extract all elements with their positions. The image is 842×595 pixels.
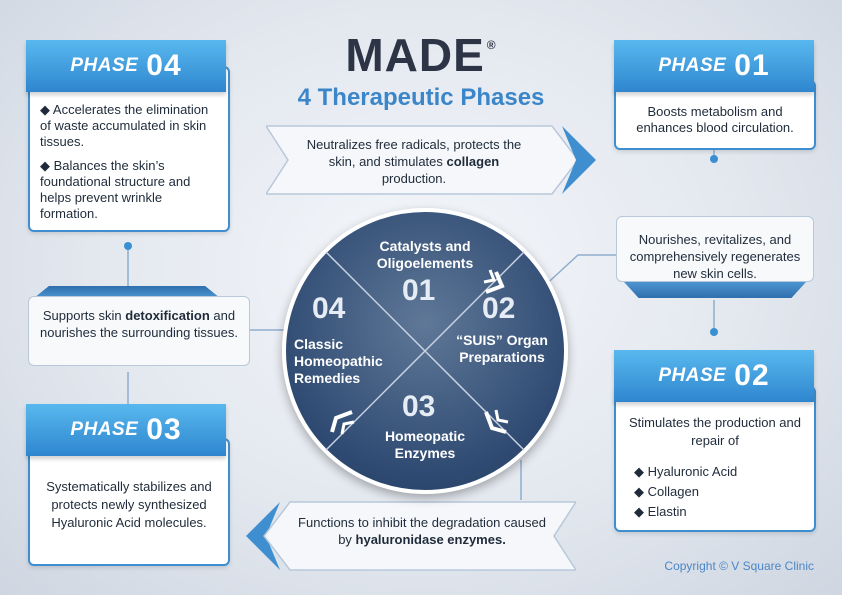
phase-02-list: ◆ Hyaluronic Acid ◆ Collagen ◆ Elastin (634, 462, 804, 522)
top-bubble-shape (266, 125, 596, 195)
phase-03-header: PHASE 03 (26, 404, 226, 456)
phase-02-header: PHASE 02 (614, 350, 814, 402)
list-item: ◆ Elastin (634, 504, 687, 519)
chevron-icon (484, 409, 509, 434)
bold-term: collagen (446, 154, 500, 169)
quadrant-03-label: Homeopatic Enzymes (384, 428, 466, 461)
quadrant-04-label: Classic Homeopathic Remedies (294, 336, 383, 386)
phase-04-header: PHASE 04 (26, 40, 226, 92)
bold-term: hyaluronidase enzymes. (355, 532, 506, 547)
quadrant-02-number: 02 (482, 292, 516, 325)
list-item: ◆ Accelerates the elimination of waste a… (40, 102, 209, 149)
left-bubble: Supports skin detoxification and nourish… (28, 296, 250, 366)
list-item-text: Accelerates the elimination of waste acc… (40, 102, 209, 149)
right-bubble-text: Nourishes, revitalizes, and comprehensiv… (629, 232, 801, 281)
list-item: ◆ Hyaluronic Acid (634, 464, 738, 479)
phase-word: PHASE (70, 55, 139, 76)
left-bubble-ribbon (34, 286, 220, 298)
phase-04-list: ◆ Accelerates the elimination of waste a… (40, 102, 222, 222)
chevron-icon (483, 269, 505, 294)
quadrant-01-number: 01 (402, 274, 436, 307)
list-item: ◆ Balances the skin’s foundational struc… (40, 158, 191, 221)
phase-number: 02 (734, 359, 770, 392)
phase-word: PHASE (658, 55, 727, 76)
phase-04-card: ◆ Accelerates the elimination of waste a… (28, 66, 230, 232)
quadrant-02-label: “SUIS” Organ Preparations (456, 332, 548, 365)
phase-02-text: Stimulates the production and repair of (629, 415, 801, 448)
phase-01-text: Boosts metabolism and enhances blood cir… (636, 104, 794, 135)
phase-number: 03 (146, 413, 182, 446)
phase-01-header: PHASE 01 (614, 40, 814, 92)
quadrant-04-number: 04 (312, 292, 346, 325)
quadrant-01-label: Catalysts and Oligoelements (376, 238, 474, 271)
copyright: Copyright © V Square Clinic (664, 559, 814, 573)
circle-dividers (325, 251, 525, 451)
left-bubble-text: Supports skin detoxification and nourish… (39, 308, 238, 340)
bottom-bubble-text: Functions to inhibit the degradation cau… (298, 515, 546, 547)
phase-03-card: Systematically stabilizes and protects n… (28, 438, 230, 566)
quadrant-03-number: 03 (402, 390, 436, 423)
bold-term: detoxification (125, 308, 210, 323)
phase-word: PHASE (70, 419, 139, 440)
brand-title: MADE® (0, 28, 842, 82)
right-bubble: Nourishes, revitalizes, and comprehensiv… (616, 216, 814, 282)
connector-dot (710, 328, 718, 336)
phase-number: 04 (146, 49, 182, 82)
phase-02-card: Stimulates the production and repair of … (614, 386, 816, 532)
connector-dot (124, 242, 132, 250)
phase-03-text: Systematically stabilizes and protects n… (46, 479, 212, 530)
top-bubble-text: Neutralizes free radicals, protects the … (306, 137, 522, 186)
phase-circle: Catalysts and Oligoelements 01 “SUIS” Or… (282, 208, 568, 494)
brand-name: MADE (345, 29, 485, 81)
connector-dot (710, 155, 718, 163)
subtitle: 4 Therapeutic Phases (297, 84, 545, 111)
list-item: ◆ Collagen (634, 484, 699, 499)
registered-mark: ® (486, 38, 497, 52)
chevron-icon (330, 410, 355, 435)
phase-word: PHASE (658, 365, 727, 386)
phase-number: 01 (734, 49, 770, 82)
right-bubble-ribbon (624, 282, 806, 298)
bottom-bubble-shape (246, 501, 576, 571)
list-item-text: Balances the skin’s foundational structu… (40, 158, 191, 221)
